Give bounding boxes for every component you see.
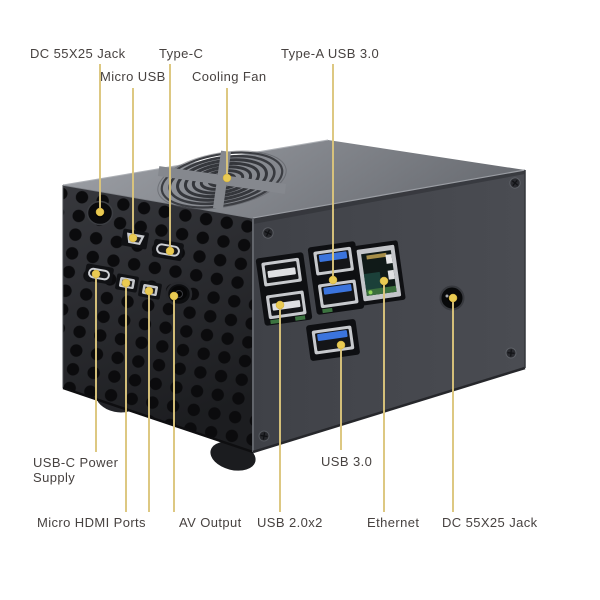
usb2-dual-port	[255, 252, 313, 326]
leader-dots	[91, 173, 458, 350]
case-front-face	[252, 169, 526, 454]
label-av-output: AV Output	[179, 515, 242, 530]
ethernet-port	[352, 240, 406, 306]
label-usb3-single: USB 3.0	[321, 454, 373, 469]
case-screws	[258, 177, 521, 442]
label-type-a-usb3: Type-A USB 3.0	[281, 46, 380, 61]
label-micro-usb: Micro USB	[100, 69, 166, 84]
case-side-face	[62, 184, 254, 454]
label-cooling-fan: Cooling Fan	[192, 69, 267, 84]
label-type-c: Type-C	[159, 46, 204, 61]
usb3-single-port	[306, 319, 360, 361]
label-dc-jack-side: DC 55X25 Jack	[30, 46, 126, 61]
label-ethernet: Ethernet	[367, 515, 420, 530]
label-usb-c-power: USB-C Power Supply	[33, 455, 119, 485]
label-usb2: USB 2.0x2	[257, 515, 323, 530]
label-dc-jack-front: DC 55X25 Jack	[442, 515, 538, 530]
label-micro-hdmi: Micro HDMI Ports	[37, 515, 146, 530]
leader-lines	[95, 64, 454, 512]
